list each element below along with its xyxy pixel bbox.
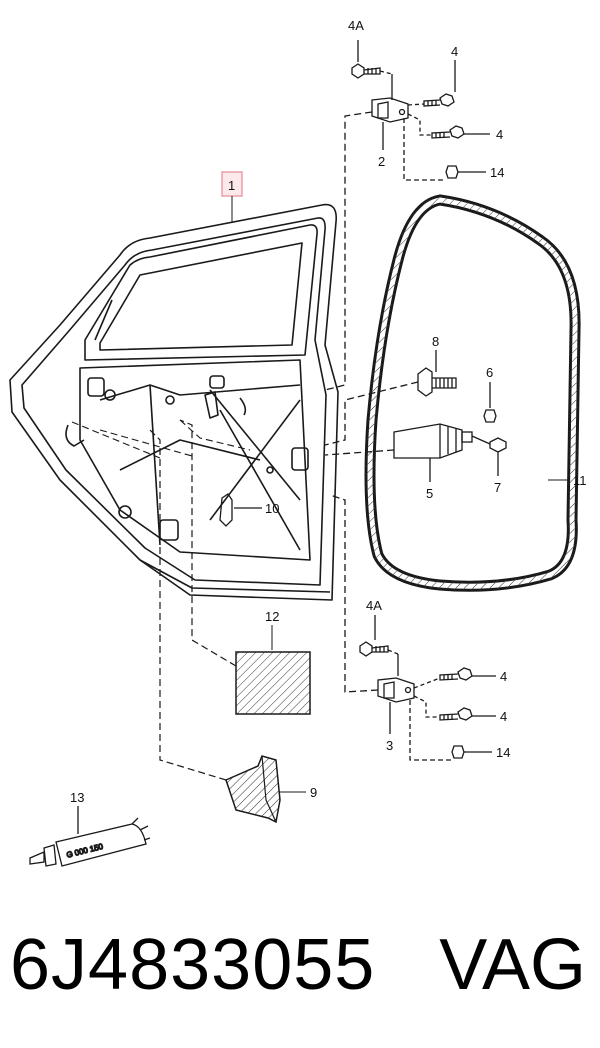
insulation-pad (179, 419, 311, 715)
callout-4a-bottom: 4A (366, 598, 382, 613)
part-number: 6J4833055 (10, 925, 376, 1005)
callout-4-top-b: 4 (496, 127, 503, 142)
callout-7: 7 (494, 480, 501, 495)
callout-4a-top: 4A (348, 18, 364, 33)
callout-5: 5 (426, 486, 433, 501)
callout-4-bottom-b: 4 (500, 709, 507, 724)
upper-hinge-assembly (324, 40, 490, 391)
bracket-part (149, 429, 306, 824)
callout-14-bottom: 14 (496, 745, 510, 760)
door-seal (364, 194, 581, 592)
callout-11: 11 (573, 473, 587, 488)
callout-14-top: 14 (490, 165, 504, 180)
sealant-tube: G 000 150 (29, 806, 151, 867)
callout-4-bottom-a: 4 (500, 669, 507, 684)
footer: 6J4833055 VAG (0, 905, 600, 1025)
clip-part (219, 493, 262, 527)
callout-6: 6 (486, 365, 493, 380)
callout-10: 10 (265, 501, 279, 516)
callout-12: 12 (265, 609, 279, 624)
callout-9: 9 (310, 785, 317, 800)
lower-hinge-assembly (329, 494, 496, 761)
callout-2: 2 (378, 154, 385, 169)
callout-8: 8 (432, 334, 439, 349)
callout-13: 13 (70, 790, 84, 805)
door-shell (9, 203, 339, 601)
door-exploded-diagram: 1 4A 4 4 14 2 (9, 18, 587, 867)
callout-1: 1 (228, 178, 235, 193)
door-leader-lines (71, 419, 251, 459)
door-lock-assembly (324, 350, 507, 482)
brand-label: VAG (439, 925, 586, 1005)
callout-4-top-a: 4 (451, 44, 458, 59)
callout-3: 3 (386, 738, 393, 753)
